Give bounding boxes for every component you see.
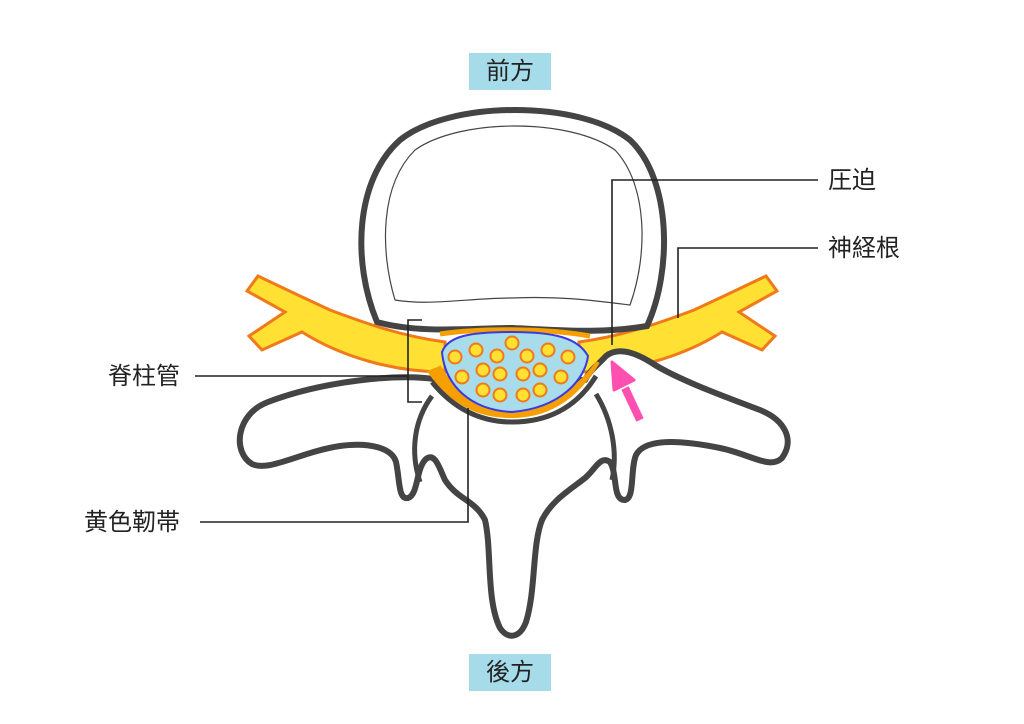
vertebral-arch [236,348,791,639]
direction-front: 前方 [469,53,551,90]
nerve-fiber [515,387,531,403]
label-nerve-root: 神経根 [828,234,900,262]
compression-leader [611,179,818,345]
label-spinal-canal: 脊柱管 [108,362,180,390]
nerve-fiber [492,366,508,382]
ligament-leader [200,408,469,523]
leader-lines [195,179,818,523]
lamina-right-inner [593,392,617,481]
nerve-fiber [454,369,470,385]
cauda-equina-nerves [447,335,576,403]
nerve-fiber [504,335,520,351]
label-compression: 圧迫 [828,166,876,194]
spinal-canal-bracket [407,319,422,403]
compression-arrow [621,386,644,422]
nerve-fiber [540,342,556,358]
direction-back: 後方 [469,654,551,691]
nerve-root-leader [677,247,818,318]
nerve-fiber [532,362,548,378]
nerve-fiber [475,382,491,398]
compression-arrow-head [610,360,636,392]
nerve-fiber [447,349,463,365]
nerve-fiber [553,369,569,385]
nerve-fiber [468,342,484,358]
canal-floor [430,374,599,425]
nerve-fiber [515,366,531,382]
ligament-top [439,327,591,339]
nerve-fiber [532,382,548,398]
lamina-left-inner [412,394,435,483]
nerve-root-left [244,274,447,374]
nerve-fiber [475,362,491,378]
nerve-fiber [560,349,576,365]
nerve-fiber [489,348,505,364]
vertebral-body-inner [384,125,643,306]
nerve-fiber [519,348,535,364]
label-ligamentum-flavum: 黄色靭帯 [84,508,180,536]
nerve-fiber [492,387,508,403]
